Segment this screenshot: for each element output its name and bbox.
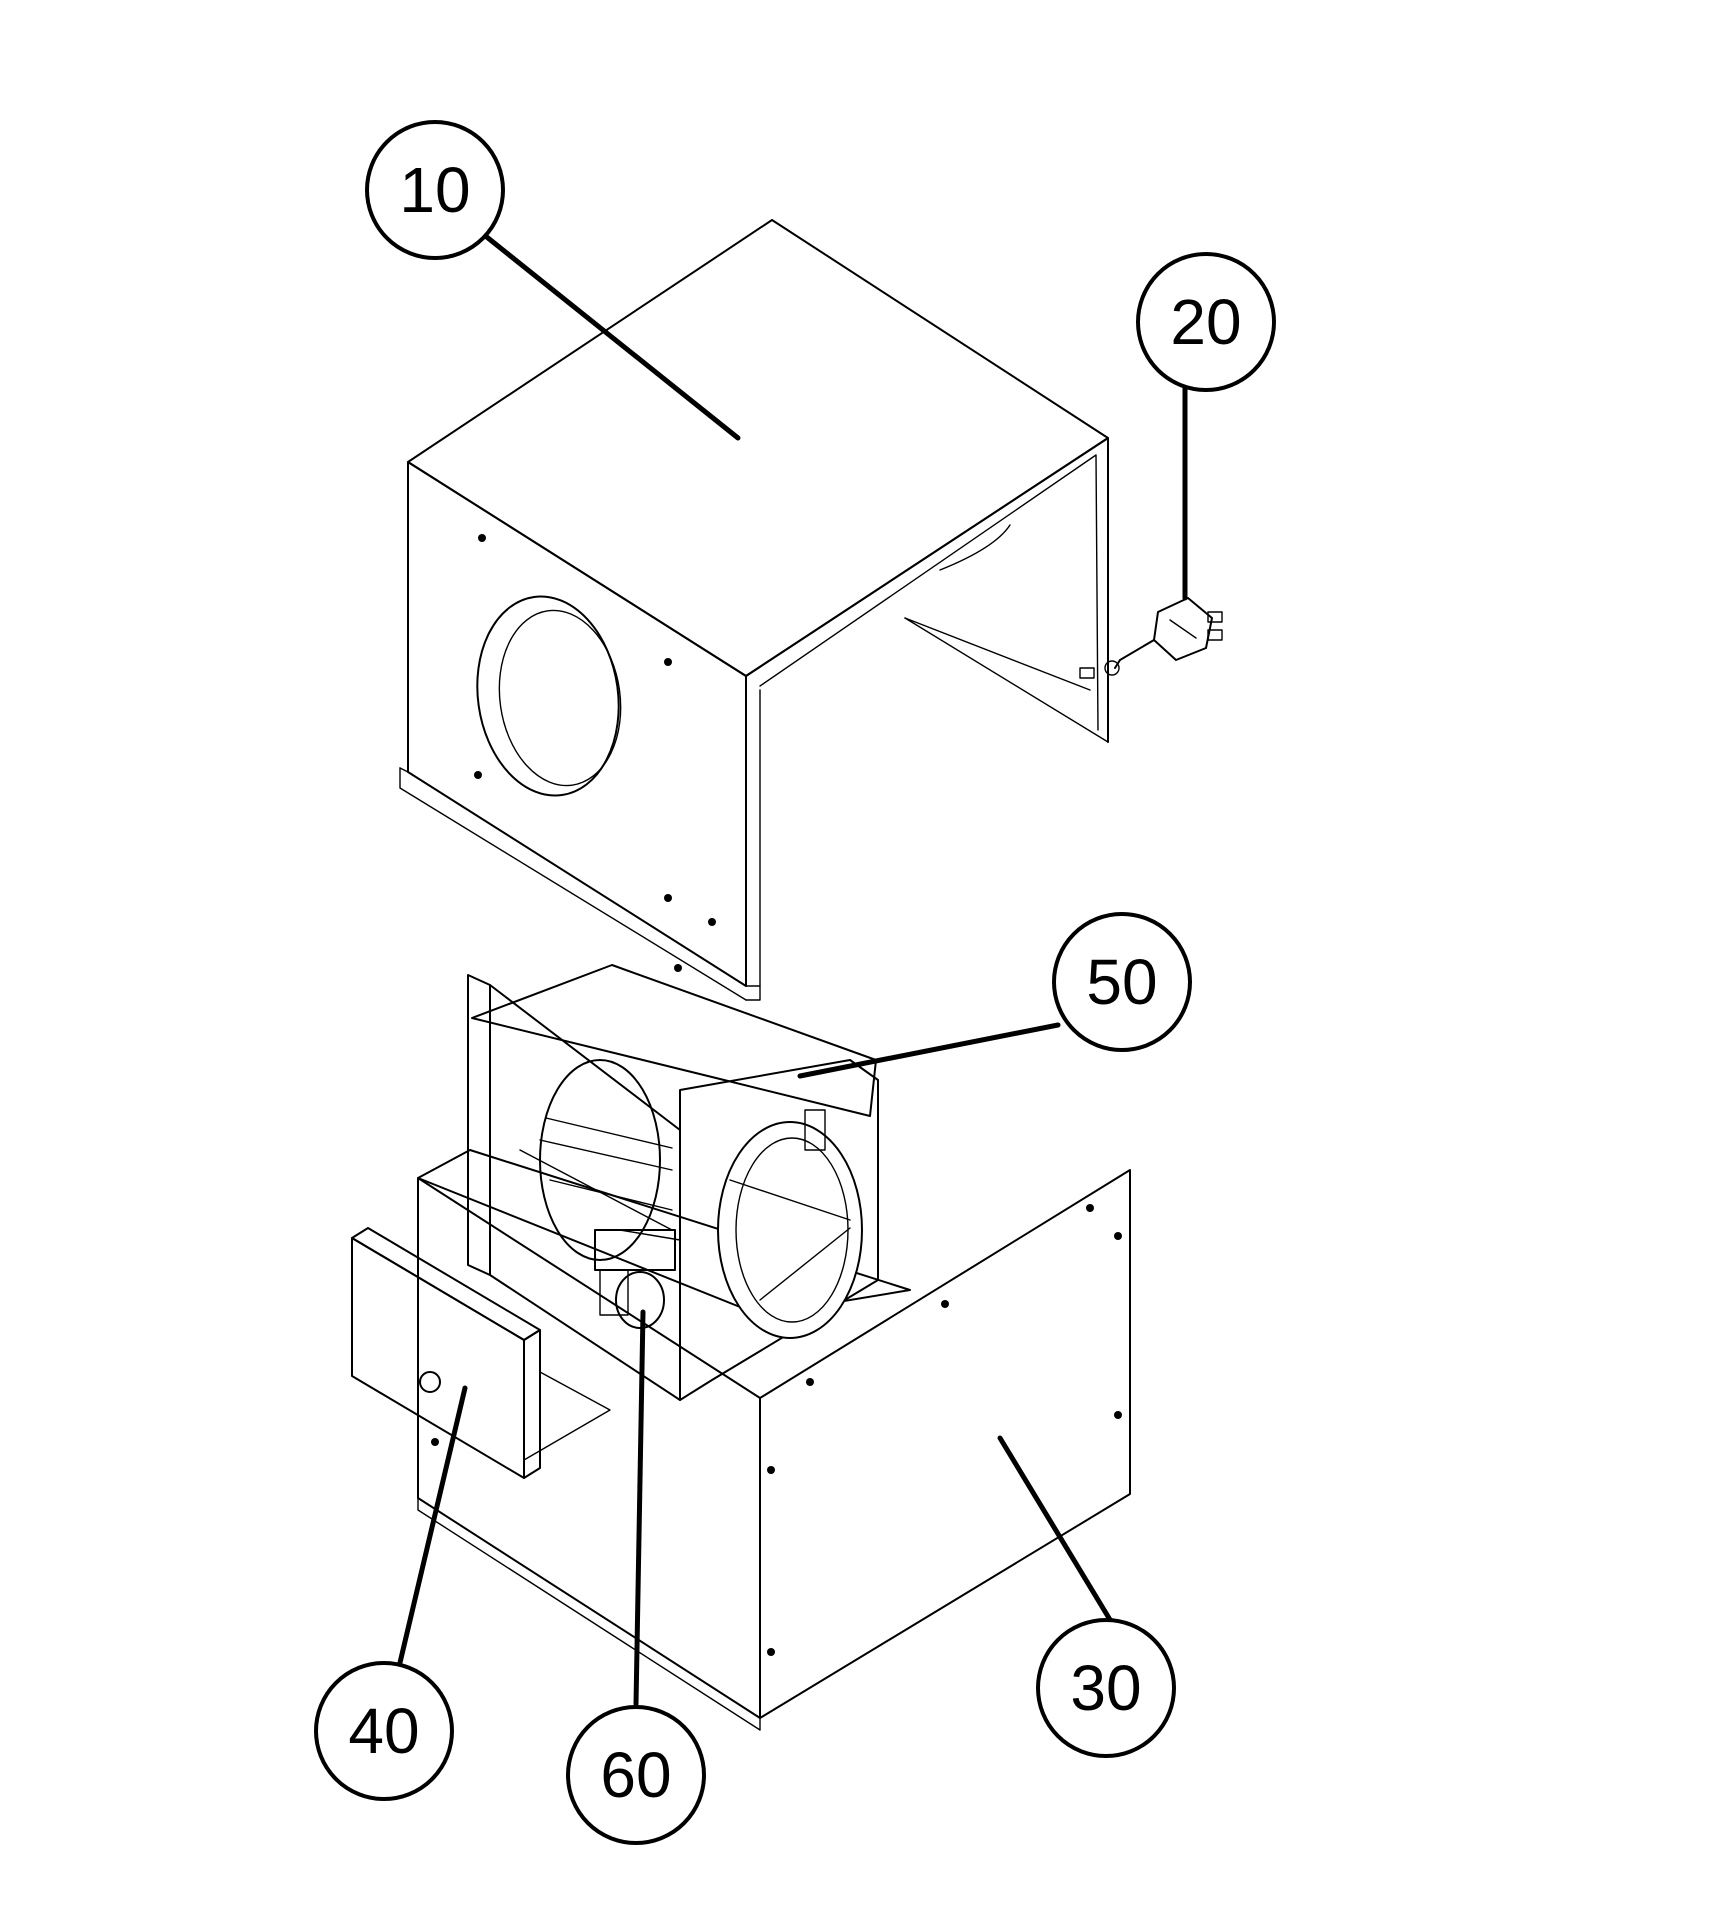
svg-text:60: 60 [600,1739,671,1811]
callout-40: 40 [314,1661,454,1801]
callout-50: 50 [1052,912,1192,1052]
top-cabinet-part-10 [399,219,1109,1001]
svg-text:20: 20 [1170,286,1241,358]
svg-text:10: 10 [399,154,470,226]
blower-assembly-part-50 [467,964,879,1401]
leader-10 [475,227,741,441]
leader-30 [997,1435,1118,1631]
callout-20: 20 [1136,252,1276,392]
leader-40 [391,1385,468,1691]
leader-60 [633,1309,646,1707]
leader-50 [797,1022,1061,1079]
callout-10: 10 [365,120,505,260]
callout-60: 60 [566,1705,706,1845]
svg-text:40: 40 [348,1695,419,1767]
bottom-cabinet-part-30 [417,1149,1131,1731]
blower-opening [717,1121,863,1339]
svg-text:50: 50 [1086,946,1157,1018]
leader-lines [391,227,1188,1707]
intake-opening [476,595,620,797]
svg-text:30: 30 [1070,1652,1141,1724]
access-panel-part-40 [351,1227,611,1479]
callout-30: 30 [1036,1618,1176,1758]
switch-part-20 [1104,597,1223,676]
